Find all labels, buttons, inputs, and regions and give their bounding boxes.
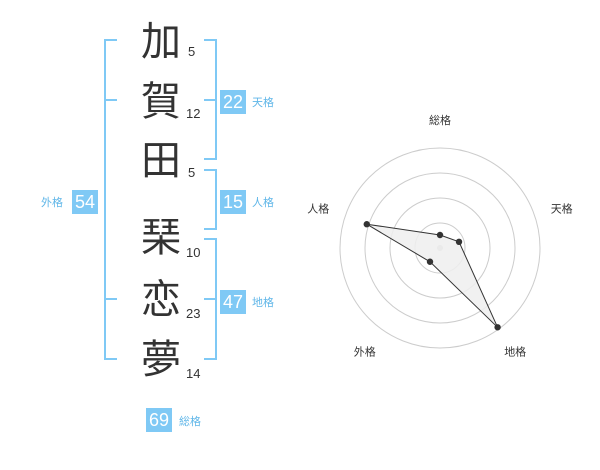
gaikaku-badge: 54 xyxy=(72,190,98,214)
radar-point-1 xyxy=(436,231,444,239)
gaikaku-label: 外格 xyxy=(41,196,63,209)
radar-point-2 xyxy=(455,238,463,246)
radar-axis-label-3: 地格 xyxy=(504,345,526,359)
name-char-3: 田 xyxy=(141,138,181,184)
tenkaku-bracket xyxy=(204,39,217,160)
stroke-count-4: 10 xyxy=(186,245,201,260)
radar-ring xyxy=(389,197,491,299)
radar-data-polygon xyxy=(366,223,499,328)
name-char-2: 賀 xyxy=(141,79,181,125)
name-char-5: 恋 xyxy=(141,277,181,323)
tenkaku-label: 天格 xyxy=(252,96,274,109)
stroke-count-2: 12 xyxy=(186,106,201,121)
radar-axis-label-5: 人格 xyxy=(307,201,329,215)
chikaku-label: 地格 xyxy=(252,296,274,309)
jinkaku-badge: 15 xyxy=(220,190,246,214)
jinkaku-bracket xyxy=(204,169,217,230)
radar-ring xyxy=(364,172,516,324)
radar-axis-label-1: 総格 xyxy=(429,113,451,127)
radar-point-3 xyxy=(494,324,501,331)
stroke-count-3: 5 xyxy=(188,165,196,180)
radar-point-5 xyxy=(363,221,370,228)
chikaku-badge: 47 xyxy=(220,290,246,314)
radar-axis-label-2: 天格 xyxy=(551,201,573,215)
jinkaku-label: 人格 xyxy=(252,196,274,209)
stroke-count-6: 14 xyxy=(186,366,201,381)
radar-point-4 xyxy=(426,258,434,265)
name-char-6: 夢 xyxy=(141,337,181,383)
name-char-4: 琹 xyxy=(141,215,181,261)
soukaku-badge: 69 xyxy=(146,408,172,432)
radar-axis-label-4: 外格 xyxy=(354,345,376,359)
chikaku-bracket xyxy=(204,238,217,360)
radar-ring xyxy=(339,147,541,349)
tenkaku-badge: 22 xyxy=(220,90,246,114)
gaikaku-bracket xyxy=(104,39,117,360)
soukaku-label: 総格 xyxy=(179,415,201,428)
stroke-count-5: 23 xyxy=(186,306,201,321)
stroke-count-1: 5 xyxy=(188,44,196,59)
name-char-1: 加 xyxy=(141,19,181,65)
